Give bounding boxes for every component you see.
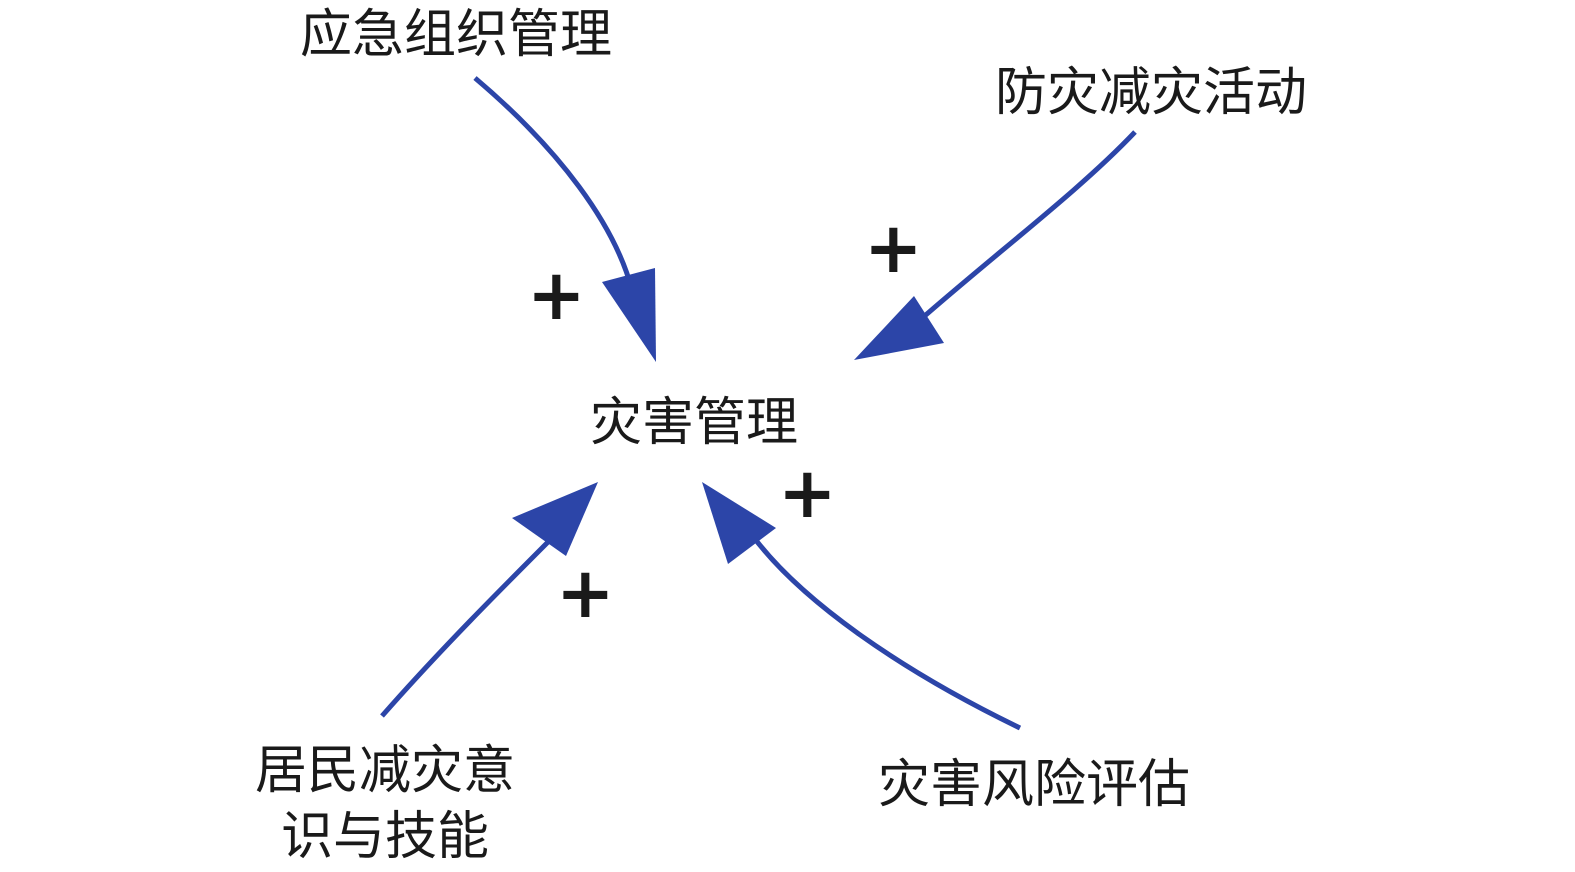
factor-label-resident-awareness-line2: 识与技能 [280,807,489,867]
center-node-label: 灾害管理 [590,393,799,453]
factor-label-resident-awareness-line1: 居民减灾意 [254,741,515,801]
polarity-sign-prevention: + [864,207,923,289]
arrow-prevention-to-disaster-mgmt [854,130,1137,360]
polarity-sign-resident-awareness: + [556,552,615,634]
factor-label-resident-awareness: 居民减灾意 识与技能 [240,738,530,870]
factor-label-emergency-org: 应急组织管理 [300,5,613,65]
polarity-sign-emergency-org: + [527,254,586,336]
arrow-emergency-org-to-disaster-mgmt [473,76,656,362]
factor-label-prevention-activities: 防灾减灾活动 [995,63,1308,123]
polarity-sign-risk-assessment: + [778,452,837,534]
arrow-resident-awareness-to-disaster-mgmt [380,482,598,718]
factor-label-risk-assessment: 灾害风险评估 [878,755,1191,815]
arrow-risk-assessment-to-disaster-mgmt [702,482,1022,731]
